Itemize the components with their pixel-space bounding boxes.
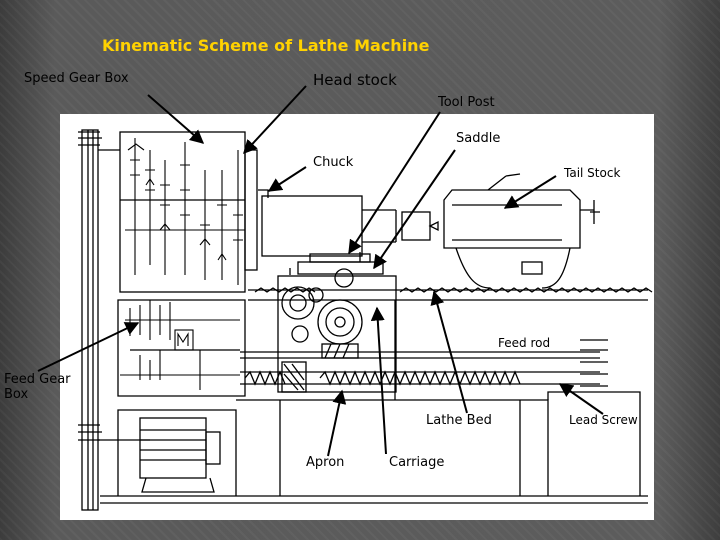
label-feed-rod: Feed rod: [498, 336, 551, 350]
label-feed-gear-box: Feed Gear Box: [4, 372, 71, 402]
drawing-panel: [60, 114, 654, 520]
machine-base: [100, 391, 648, 504]
arrow-apron: [327, 389, 347, 457]
label-apron: Apron: [306, 455, 345, 470]
arrow-feed-gear-box: [37, 322, 140, 372]
arrow-tail-stock: [503, 175, 557, 209]
label-head-stock: Head stock: [313, 71, 397, 89]
label-speed-gear-box: Speed Gear Box: [24, 71, 129, 86]
label-chuck: Chuck: [313, 155, 354, 170]
arrow-lathe-bed: [430, 290, 468, 414]
arrow-speed-gear-box: [147, 94, 205, 144]
arrow-saddle: [373, 149, 456, 270]
electric-motor: [139, 417, 221, 493]
label-tail-stock: Tail Stock: [564, 166, 621, 180]
tail-stock: [443, 173, 600, 289]
label-lead-screw: Lead Screw: [569, 413, 638, 427]
arrow-chuck: [267, 166, 307, 192]
lathe-bed: [248, 287, 653, 400]
chuck-assembly: [258, 189, 439, 257]
headstock-housing: [117, 131, 258, 397]
label-lathe-bed: Lathe Bed: [426, 413, 492, 428]
label-saddle: Saddle: [456, 131, 501, 146]
slide-title: Kinematic Scheme of Lathe Machine: [102, 36, 430, 55]
arrow-carriage: [370, 306, 387, 455]
label-carriage: Carriage: [389, 455, 445, 470]
speed-gear-shafts: [125, 138, 245, 285]
arrow-head-stock: [243, 85, 307, 155]
arrow-lead-screw: [558, 383, 604, 415]
machine-sketch: [78, 129, 653, 511]
label-tool-post: Tool Post: [438, 95, 495, 110]
arrow-tool-post: [348, 111, 441, 255]
belt-drive: [78, 129, 150, 511]
label-feed-gear-box-line2: Box: [4, 387, 29, 402]
feed-gear-shafts: [120, 300, 240, 390]
label-feed-gear-box-line1: Feed Gear: [4, 372, 71, 387]
leader-arrows: [37, 85, 604, 457]
